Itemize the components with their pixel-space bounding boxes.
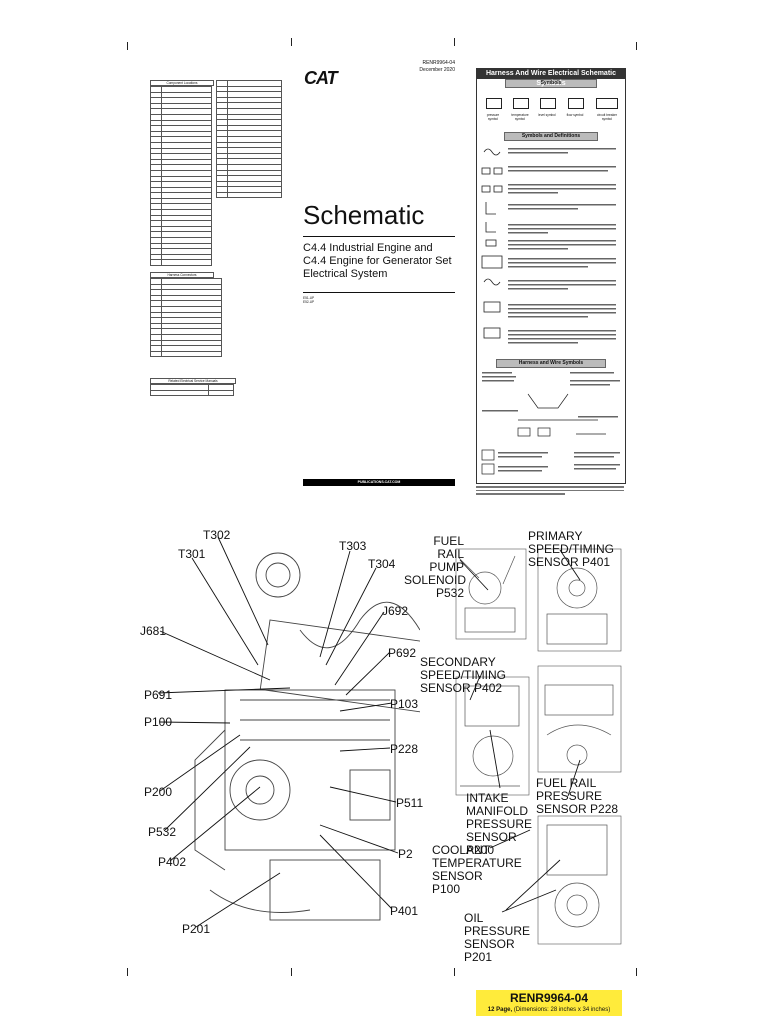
engine-callout: J692 xyxy=(382,604,409,618)
publications-bar: PUBLICATIONS.CAT.COM xyxy=(303,479,455,486)
footer-bar xyxy=(476,990,622,1016)
crop-mark xyxy=(127,968,128,976)
serial-item: E51-UP xyxy=(303,296,315,300)
title-divider xyxy=(303,236,455,237)
deutsch-connector-icon xyxy=(481,449,495,461)
footer-doc-number: RENR9964-04 xyxy=(509,991,589,1005)
relay-icon xyxy=(483,278,501,286)
sender-icon xyxy=(481,255,503,269)
connectors-table-title: Harness Connectors xyxy=(150,272,214,278)
related-manuals-title: Related Electrical Service Manuals xyxy=(150,378,236,384)
subtitle-line: C4.4 Engine for Generator Set xyxy=(303,255,452,267)
serial-list: E51-UP E52-UP xyxy=(303,296,314,304)
primary-speed-label: PRIMARY SPEED/TIMING SENSOR P401 xyxy=(528,529,615,569)
engine-callout: T304 xyxy=(368,557,396,571)
engine-illustration xyxy=(194,552,420,921)
cat-logo: CAT xyxy=(304,68,338,88)
crop-mark xyxy=(454,968,455,976)
footer-dimensions: (Dimensions: 28 inches x 34 inches) xyxy=(513,1007,611,1013)
detail-leader-lines xyxy=(459,549,581,913)
components-table-title: Component Locations xyxy=(150,80,214,86)
serial-item: E52-UP xyxy=(303,300,315,304)
temperature-symbol-icon xyxy=(513,98,529,109)
engine-callout: P100 xyxy=(144,715,173,729)
engine-callout: P2 xyxy=(398,847,413,861)
crop-mark xyxy=(636,42,637,50)
related-manuals-table xyxy=(150,384,234,397)
engine-callout: P200 xyxy=(144,785,173,799)
engine-callout: P511 xyxy=(396,796,424,810)
page-title: Schematic xyxy=(303,200,425,230)
symbols-heading: Symbols xyxy=(505,79,597,88)
symbol-label: pressure symbol xyxy=(486,113,500,121)
engine-callout: P103 xyxy=(390,697,419,711)
crop-mark xyxy=(636,968,637,976)
level-symbol-icon xyxy=(540,98,556,109)
subtitle-line: Electrical System xyxy=(303,268,388,280)
definitions-graphics xyxy=(481,148,616,344)
crop-mark xyxy=(127,42,128,50)
engine-callout: T301 xyxy=(178,547,206,561)
engine-callout: P401 xyxy=(390,904,419,918)
ground-icon xyxy=(485,202,496,215)
cover-doc-number: RENR9964-04 xyxy=(422,60,455,66)
symbol-label: temperature symbol xyxy=(511,113,529,121)
symbol-label: level symbol xyxy=(538,113,556,117)
receptacle-icon xyxy=(537,427,551,437)
circuit-breaker-symbol-icon xyxy=(596,98,618,109)
leader-lines xyxy=(157,536,399,928)
subtitle-line: C4.4 Industrial Engine and xyxy=(303,242,433,254)
intake-manifold-label: INTAKE MANIFOLD PRESSURE SENSOR P200 xyxy=(466,791,533,857)
symbol-label: flow symbol xyxy=(566,113,584,117)
harness-heading: Harness and Wire Symbols xyxy=(496,359,606,368)
flow-symbol-icon xyxy=(568,98,584,109)
primary-speed-photo xyxy=(537,548,622,652)
pressure-symbol-icon xyxy=(486,98,502,109)
oil-pressure-label: OIL PRESSURE SENSOR P201 xyxy=(464,911,531,964)
plug-icon xyxy=(517,427,531,437)
connectors-table xyxy=(150,278,222,358)
secondary-speed-label: SECONDARY SPEED/TIMING SENSOR P402 xyxy=(420,655,507,695)
fuel-rail-pressure-label: FUEL RAIL PRESSURE SENSOR P228 xyxy=(536,776,619,816)
legend-title: Harness And Wire Electrical Schematic Sy… xyxy=(477,69,625,87)
subtitle: C4.4 Industrial Engine and C4.4 Engine f… xyxy=(303,242,452,281)
legend-panel: Harness And Wire Electrical Schematic Sy… xyxy=(476,68,626,484)
switch-icon xyxy=(481,167,491,175)
engine-callout: P228 xyxy=(390,742,419,756)
engine-callout: P532 xyxy=(148,825,177,839)
subtitle-divider xyxy=(303,292,455,293)
components-table xyxy=(150,86,212,266)
solenoid-icon xyxy=(483,301,501,313)
ground-icon xyxy=(485,222,496,233)
wire-icon xyxy=(527,393,569,409)
engine-callout: P402 xyxy=(158,855,187,869)
coolant-temp-label: COOLANT TEMPERATURE SENSOR P100 xyxy=(432,843,522,896)
secondary-speed-photo xyxy=(455,676,530,796)
harness-graphics xyxy=(481,372,620,475)
fuel-rail-pump-label: FUEL RAIL PUMP SOLENOID P532 xyxy=(404,534,467,600)
components-table-right xyxy=(216,80,282,199)
crop-mark xyxy=(454,38,455,46)
engine-callout: T303 xyxy=(339,539,367,553)
engine-callout: P691 xyxy=(144,688,173,702)
footer-page-count: 12 Page, xyxy=(487,1007,513,1013)
magnetic-latch-icon xyxy=(483,327,501,339)
crop-mark xyxy=(291,38,292,46)
solid-state-icon xyxy=(485,239,497,247)
engine-callout: P692 xyxy=(388,646,417,660)
symbol-label: circuit breaker symbol xyxy=(596,113,618,121)
engine-callout: T302 xyxy=(203,528,231,542)
sure-seal-connector-icon xyxy=(481,463,495,475)
definitions-heading: Symbols and Definitions xyxy=(504,132,598,141)
fuel-rail-pressure-photo xyxy=(537,665,622,773)
switch-icon xyxy=(481,185,491,193)
fuel-pump-photo xyxy=(455,548,527,640)
engine-callout: J681 xyxy=(140,624,167,638)
copyright-lines xyxy=(476,486,624,495)
crop-mark xyxy=(291,968,292,976)
cover-doc-date: December 2020 xyxy=(419,67,455,73)
fuse-icon xyxy=(483,148,501,156)
engine-callout: P201 xyxy=(182,922,211,936)
footer-pages: 12 Page, (Dimensions: 28 inches x 34 inc… xyxy=(476,1006,622,1014)
